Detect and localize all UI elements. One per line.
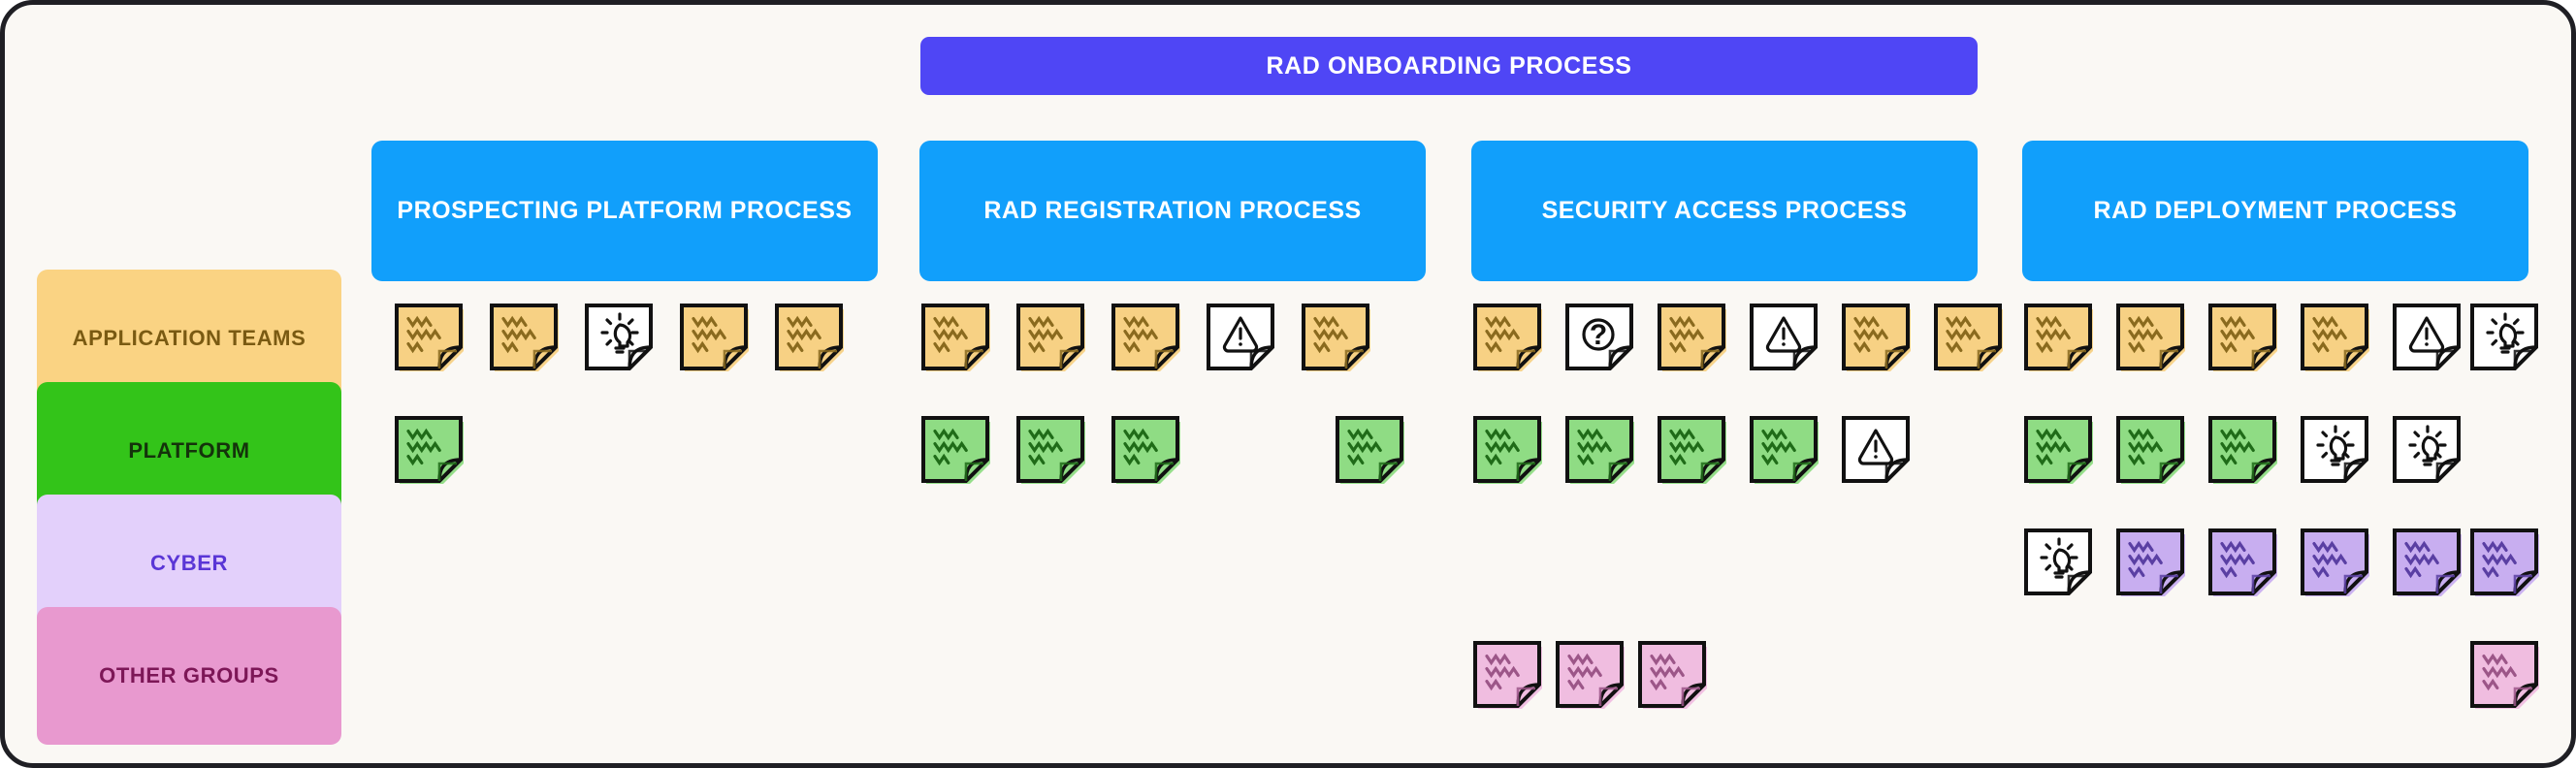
board-title-banner: RAD ONBOARDING PROCESS [920, 37, 1978, 95]
sticky-note-text[interactable] [1334, 413, 1409, 489]
sticky-note-text[interactable] [2206, 526, 2282, 601]
sticky-note-text[interactable] [1748, 413, 1823, 489]
column-header-registration[interactable]: RAD REGISTRATION PROCESS [919, 141, 1426, 281]
sticky-note-warning[interactable] [2391, 301, 2466, 376]
swimlane-label-text: CYBER [149, 551, 228, 575]
sticky-note-text[interactable] [2022, 301, 2098, 376]
sticky-note-question[interactable]: ? [1563, 301, 1639, 376]
sticky-note-text[interactable] [1110, 413, 1185, 489]
sticky-note-text[interactable] [1932, 301, 2008, 376]
column-header-deployment[interactable]: RAD DEPLOYMENT PROCESS [2022, 141, 2528, 281]
sticky-note-idea[interactable] [583, 301, 659, 376]
sticky-note-text[interactable] [2022, 413, 2098, 489]
sticky-note-idea[interactable] [2391, 413, 2466, 489]
swimlane-label-text: PLATFORM [128, 438, 250, 463]
sticky-note-warning[interactable] [1840, 413, 1916, 489]
sticky-note-idea[interactable] [2022, 526, 2098, 601]
svg-text:?: ? [1590, 319, 1607, 351]
column-header-security[interactable]: SECURITY ACCESS PROCESS [1471, 141, 1978, 281]
sticky-note-text[interactable] [1840, 301, 1916, 376]
sticky-note-text[interactable] [1471, 413, 1547, 489]
column-header-label: RAD DEPLOYMENT PROCESS [2093, 197, 2458, 224]
sticky-note-text[interactable] [1656, 301, 1731, 376]
sticky-note-text[interactable] [2206, 413, 2282, 489]
board-title-text: RAD ONBOARDING PROCESS [1266, 51, 1632, 80]
sticky-note-text[interactable] [2391, 526, 2466, 601]
sticky-note-text[interactable] [1014, 301, 1090, 376]
column-header-label: SECURITY ACCESS PROCESS [1541, 197, 1908, 224]
swimlane-label-other-groups[interactable]: OTHER GROUPS [37, 607, 341, 745]
sticky-note-text[interactable] [919, 301, 995, 376]
sticky-note-text[interactable] [2299, 301, 2374, 376]
swimlane-label-text: APPLICATION TEAMS [72, 326, 306, 350]
swimlane-label-text: OTHER GROUPS [99, 663, 279, 688]
sticky-note-text[interactable] [2206, 301, 2282, 376]
sticky-note-text[interactable] [1471, 638, 1547, 714]
sticky-note-text[interactable] [1014, 413, 1090, 489]
sticky-note-text[interactable] [2299, 526, 2374, 601]
column-header-label: PROSPECTING PLATFORM PROCESS [397, 197, 853, 224]
sticky-note-text[interactable] [393, 413, 468, 489]
sticky-note-text[interactable] [2468, 526, 2544, 601]
column-header-prospecting[interactable]: PROSPECTING PLATFORM PROCESS [371, 141, 878, 281]
sticky-note-warning[interactable] [1205, 301, 1280, 376]
sticky-note-idea[interactable] [2468, 301, 2544, 376]
sticky-note-text[interactable] [2114, 301, 2190, 376]
sticky-note-warning[interactable] [1748, 301, 1823, 376]
sticky-note-text[interactable] [773, 301, 849, 376]
sticky-note-text[interactable] [488, 301, 564, 376]
sticky-note-text[interactable] [2114, 413, 2190, 489]
sticky-note-text[interactable] [919, 413, 995, 489]
sticky-note-idea[interactable] [2299, 413, 2374, 489]
sticky-note-text[interactable] [393, 301, 468, 376]
sticky-note-text[interactable] [1636, 638, 1712, 714]
sticky-note-text[interactable] [2468, 638, 2544, 714]
sticky-note-text[interactable] [2114, 526, 2190, 601]
sticky-note-text[interactable] [1554, 638, 1629, 714]
sticky-note-text[interactable] [1300, 301, 1375, 376]
sticky-note-text[interactable] [1110, 301, 1185, 376]
column-header-label: RAD REGISTRATION PROCESS [983, 197, 1362, 224]
sticky-note-text[interactable] [1471, 301, 1547, 376]
sticky-note-text[interactable] [678, 301, 754, 376]
sticky-note-text[interactable] [1563, 413, 1639, 489]
sticky-note-text[interactable] [1656, 413, 1731, 489]
